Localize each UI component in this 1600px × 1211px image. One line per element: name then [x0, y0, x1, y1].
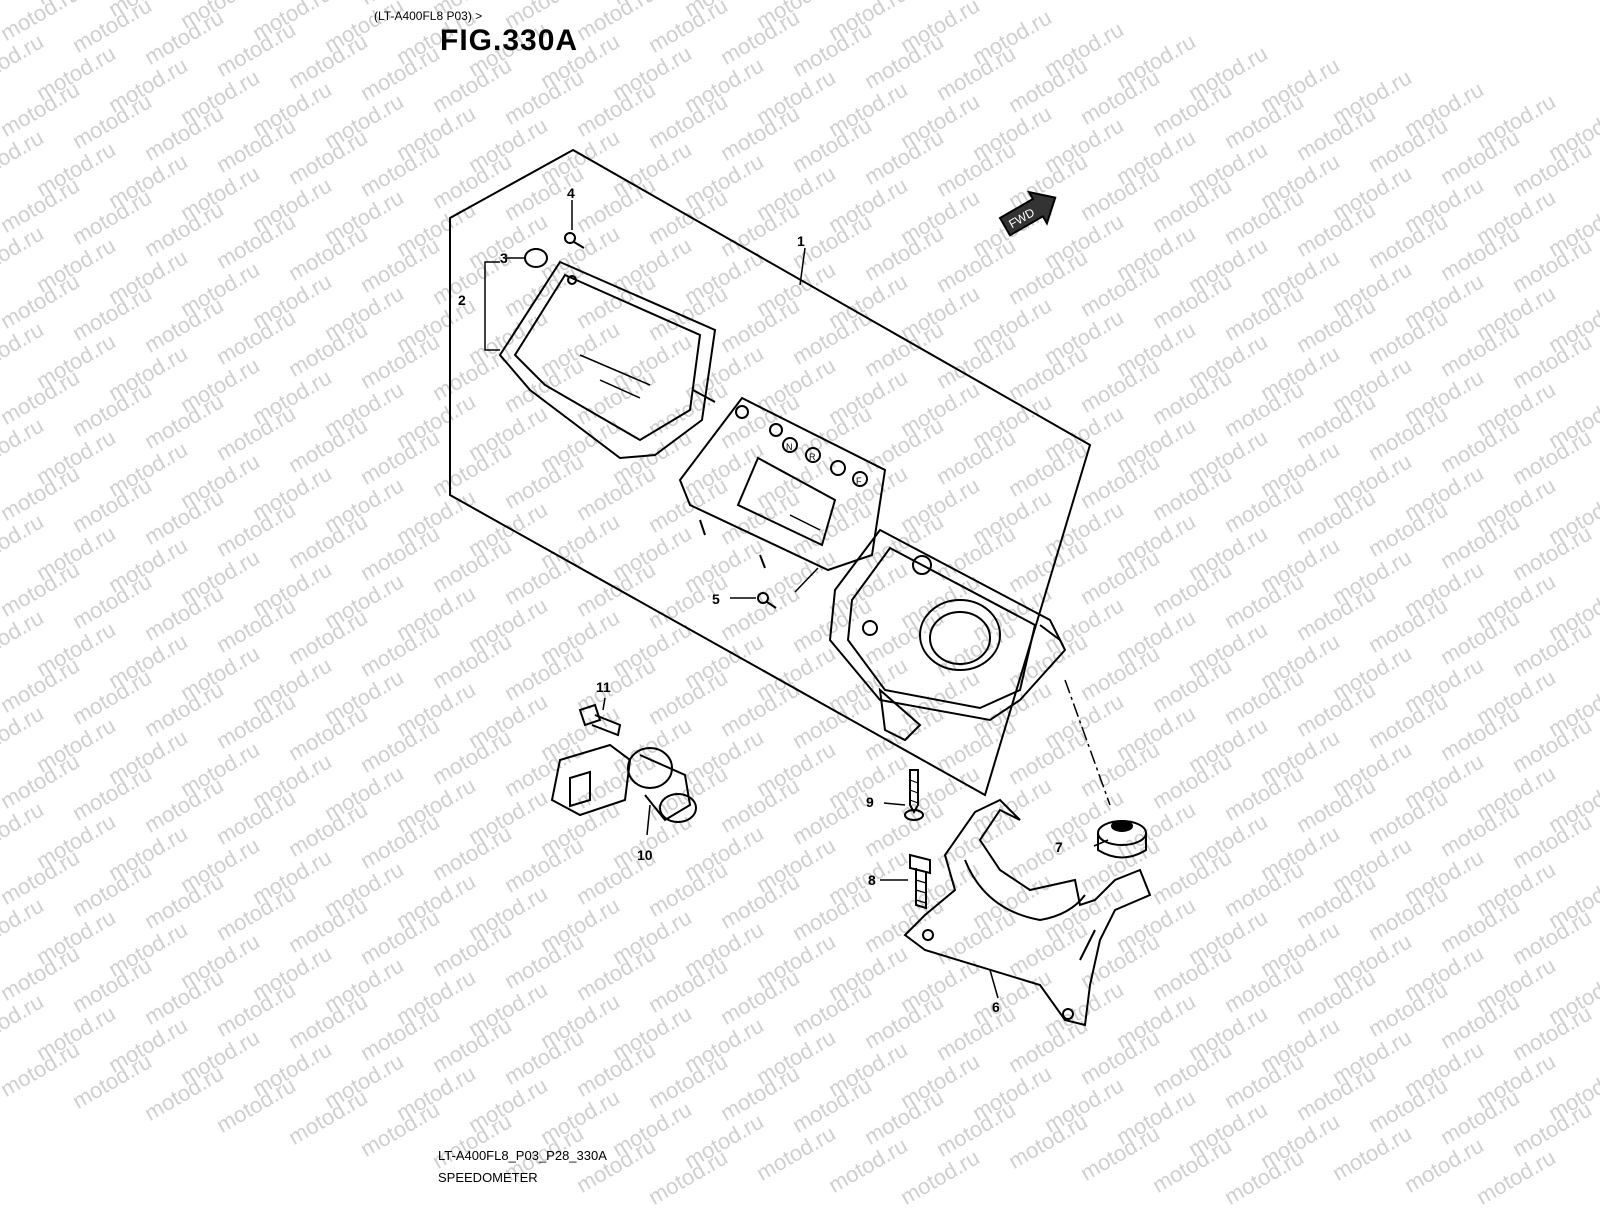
label-part-2: 2 — [458, 292, 466, 308]
label-part-1: 1 — [797, 233, 805, 249]
meter-display-unit: N R F — [678, 396, 887, 572]
drawing-name: SPEEDOMETER — [438, 1170, 538, 1185]
label-part-10: 10 — [637, 847, 653, 863]
grommet-leader — [1064, 679, 1111, 806]
fwd-arrow-icon: FWD — [998, 190, 1057, 237]
part6-bracket — [903, 798, 1152, 1027]
label-part-9: 9 — [866, 794, 874, 810]
meter-rear-case — [828, 528, 1067, 742]
part3-cap — [524, 248, 548, 268]
model-reference: (LT-A400FL8 P03) > — [374, 9, 483, 23]
label-part-8: 8 — [868, 872, 876, 888]
part11-bolt — [578, 703, 622, 737]
part5-screw — [757, 592, 777, 609]
indicator-f: F — [856, 476, 862, 486]
indicator-n: N — [786, 442, 793, 452]
drawing-code: LT-A400FL8_P03_P28_330A — [438, 1148, 607, 1163]
part4-screw — [564, 232, 585, 249]
label-part-4: 4 — [567, 185, 575, 201]
figure-title: FIG.330A — [440, 24, 579, 57]
label-part-3: 3 — [500, 250, 508, 266]
part9-screw — [904, 769, 924, 821]
label-part-11: 11 — [596, 679, 611, 695]
leader-lines — [484, 200, 1109, 999]
part7-grommet — [1097, 820, 1147, 859]
label-part-6: 6 — [992, 999, 1000, 1015]
label-part-5: 5 — [712, 591, 720, 607]
assembly-outline — [449, 148, 1092, 797]
part8-bolt — [909, 853, 931, 910]
part2-meter-cover — [498, 260, 717, 460]
part10-speed-sensor — [550, 743, 697, 823]
indicator-r: R — [809, 452, 816, 462]
label-part-7: 7 — [1055, 839, 1063, 855]
